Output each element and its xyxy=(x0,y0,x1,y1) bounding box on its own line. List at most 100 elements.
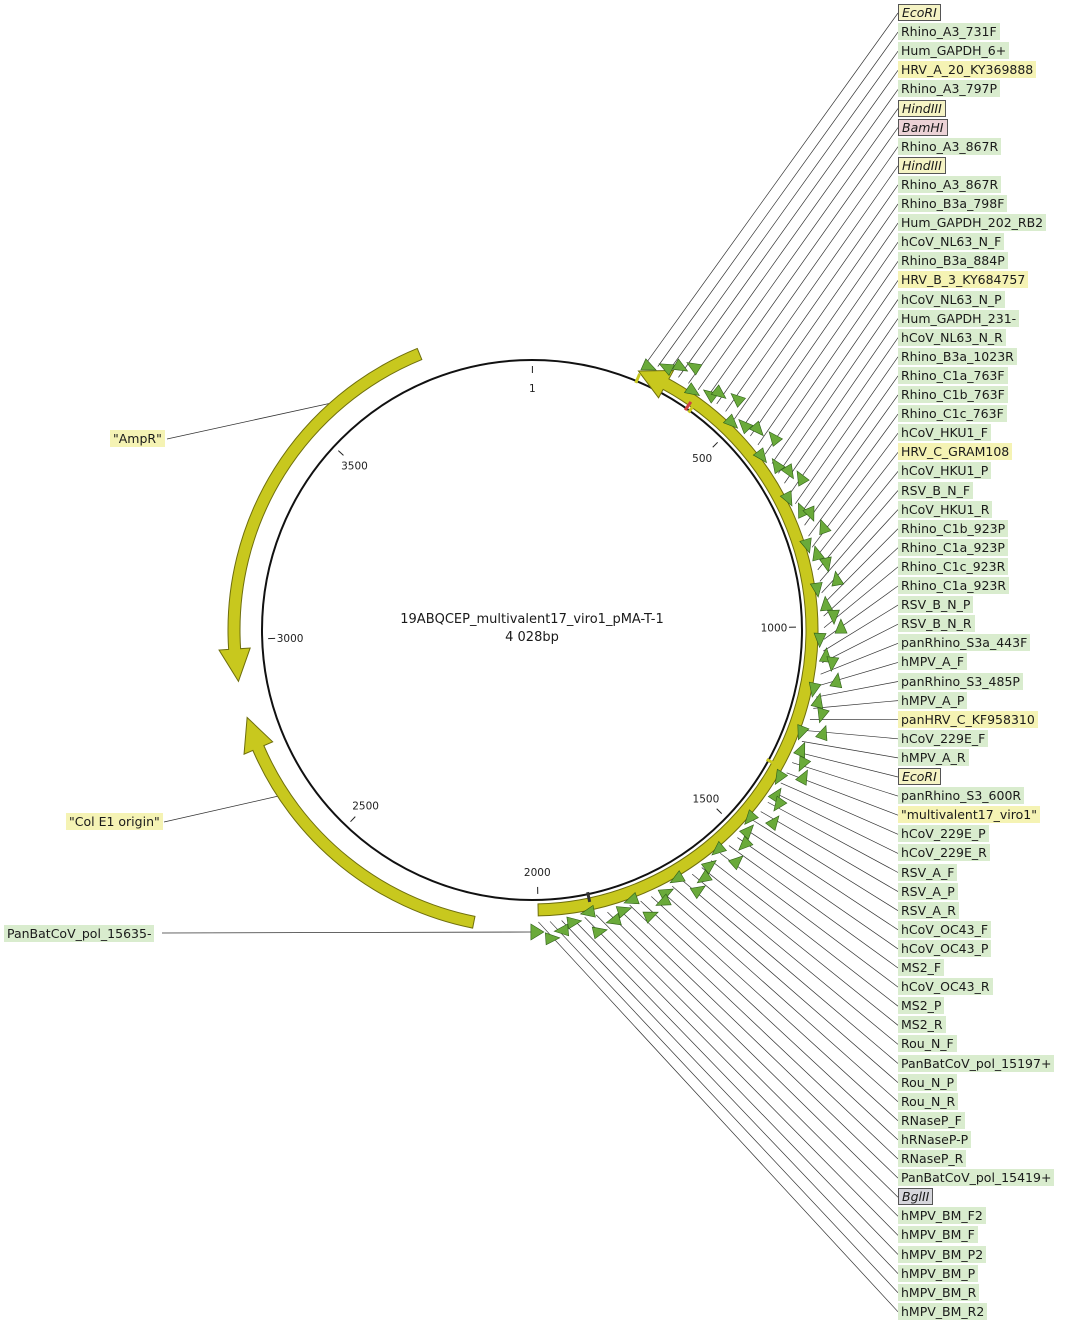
primer-arrow-63 xyxy=(544,932,561,946)
label-leader-35 xyxy=(816,681,899,698)
label-leader-19 xyxy=(799,375,899,515)
tick-label-3500: 3500 xyxy=(341,461,368,473)
feature-label-66: hMPV_BM_P xyxy=(898,1264,979,1282)
label-leader-13 xyxy=(764,261,899,455)
feature-label-28: Rhino_C1a_923P xyxy=(898,538,1008,556)
feature-label-38: hCoV_229E_F xyxy=(898,729,989,747)
panbatcov-15635-leader xyxy=(161,931,534,934)
label-leader-25 xyxy=(819,490,899,582)
feature-label-30: Rhino_C1a_923R xyxy=(898,577,1010,594)
tick-label-500: 500 xyxy=(692,453,712,465)
primer-arrow-23 xyxy=(831,570,845,587)
label-leader-58 xyxy=(651,896,899,1122)
tick-label-2500: 2500 xyxy=(352,801,379,813)
label-leader-15 xyxy=(778,299,899,474)
label-leader-65 xyxy=(572,918,899,1255)
label-leader-21 xyxy=(808,413,899,537)
ampr-leader xyxy=(166,403,330,440)
primer-arrow-26 xyxy=(826,609,840,626)
primer-arrow-50 xyxy=(696,869,713,884)
primer-arrow-8 xyxy=(722,413,739,429)
feature-label-60: RNaseP_R xyxy=(898,1150,967,1167)
label-leader-31 xyxy=(823,604,899,652)
label-leader-18 xyxy=(795,356,899,505)
panbatcov-15635-label: PanBatCoV_pol_15635- xyxy=(4,925,155,942)
tick-mark-2500 xyxy=(350,816,356,823)
label-leader-59 xyxy=(640,900,899,1141)
label-leader-10 xyxy=(742,203,899,428)
label-leader-44 xyxy=(774,792,899,854)
feature-label-23: HRV_C_GRAM108 xyxy=(898,443,1013,461)
restriction-sites xyxy=(586,373,777,903)
label-leader-17 xyxy=(789,337,899,494)
primer-arrow-56 xyxy=(623,892,640,905)
feature-label-21: Rhino_C1c_763F xyxy=(898,405,1007,423)
primer-arrow-12 xyxy=(752,447,767,464)
feature-label-46: RSV_A_P xyxy=(898,882,958,900)
label-leader-64 xyxy=(584,916,899,1236)
tick-label-1: 1 xyxy=(529,383,536,395)
label-leader-33 xyxy=(820,642,899,675)
backbone-circle xyxy=(261,359,803,901)
feature-label-56: Rou_N_P xyxy=(898,1073,958,1091)
label-leader-32 xyxy=(822,623,899,663)
feature-label-53: MS2_R xyxy=(898,1016,946,1034)
feature-label-59: hRNaseP-P xyxy=(898,1130,972,1148)
features xyxy=(218,347,819,929)
primer-arrow-19 xyxy=(819,518,832,536)
feature-label-27: Rhino_C1b_923P xyxy=(898,519,1009,537)
feature-label-14: HRV_B_3_KY684757 xyxy=(898,271,1029,289)
primer-arrow-6 xyxy=(710,384,727,399)
primer-arrow-32 xyxy=(808,681,822,698)
label-leader-11 xyxy=(750,222,899,437)
primer-arrow-59 xyxy=(591,926,608,940)
primer-arrow-panbatcov-15635 xyxy=(530,923,545,941)
plasmid-name: 19ABQCEP_multivalent17_viro1_pMA-T-1 xyxy=(400,612,664,627)
primer-arrow-2 xyxy=(671,358,689,372)
feature-label-5: HindIII xyxy=(898,99,946,117)
ampr-arrow xyxy=(218,347,423,683)
primer-arrow-49 xyxy=(700,860,717,875)
feature-label-48: hCoV_OC43_F xyxy=(898,920,992,938)
primer-arrow-0 xyxy=(640,358,657,371)
primer-arrow-22 xyxy=(819,556,832,573)
primer-arrow-3 xyxy=(686,362,703,376)
label-leader-36 xyxy=(813,700,899,709)
primer-arrow-7 xyxy=(730,393,747,408)
feature-label-7: Rhino_A3_867R xyxy=(898,137,1002,155)
label-leader-1 xyxy=(657,31,899,367)
feature-label-61: PanBatCoV_pol_15419+ xyxy=(898,1169,1055,1187)
primer-arrow-13 xyxy=(771,458,786,475)
primer-arrow-28 xyxy=(813,632,827,649)
label-leader-24 xyxy=(817,471,899,571)
feature-label-55: PanBatCoV_pol_15197+ xyxy=(898,1054,1055,1072)
feature-label-1: Rhino_A3_731F xyxy=(898,23,1000,41)
primer-arrow-11 xyxy=(768,431,784,447)
feature-label-42: "multivalent17_viro1" xyxy=(898,806,1040,824)
feature-label-22: hCoV_HKU1_F xyxy=(898,424,991,442)
primer-arrow-10 xyxy=(748,420,764,437)
label-leader-2 xyxy=(667,50,899,372)
feature-label-45: RSV_A_F xyxy=(898,863,958,881)
primer-arrow-15 xyxy=(796,470,810,487)
feature-label-11: Hum_GAPDH_202_RB2 xyxy=(898,214,1047,232)
primer-arrow-46 xyxy=(738,835,754,851)
primer-arrow-24 xyxy=(809,582,823,598)
label-leader-39 xyxy=(801,741,899,759)
label-leader-0 xyxy=(646,12,899,362)
label-leader-43 xyxy=(780,782,899,835)
primer-arrow-47 xyxy=(727,855,744,871)
label-leader-27 xyxy=(822,528,899,605)
label-leader-57 xyxy=(661,891,899,1102)
primer-arrow-42 xyxy=(773,795,788,812)
multivalent17-viro1-arrow xyxy=(537,369,819,917)
feature-label-41: panRhino_S3_600R xyxy=(898,787,1025,805)
feature-label-18: Rhino_B3a_1023R xyxy=(898,347,1017,365)
ecori-site-2 xyxy=(765,758,777,766)
feature-label-52: MS2_P xyxy=(898,997,945,1015)
feature-label-17: hCoV_NL63_N_R xyxy=(898,328,1006,346)
feature-label-33: panRhino_S3a_443F xyxy=(898,634,1031,652)
label-leader-5 xyxy=(697,108,899,391)
feature-label-63: hMPV_BM_F2 xyxy=(898,1207,986,1225)
